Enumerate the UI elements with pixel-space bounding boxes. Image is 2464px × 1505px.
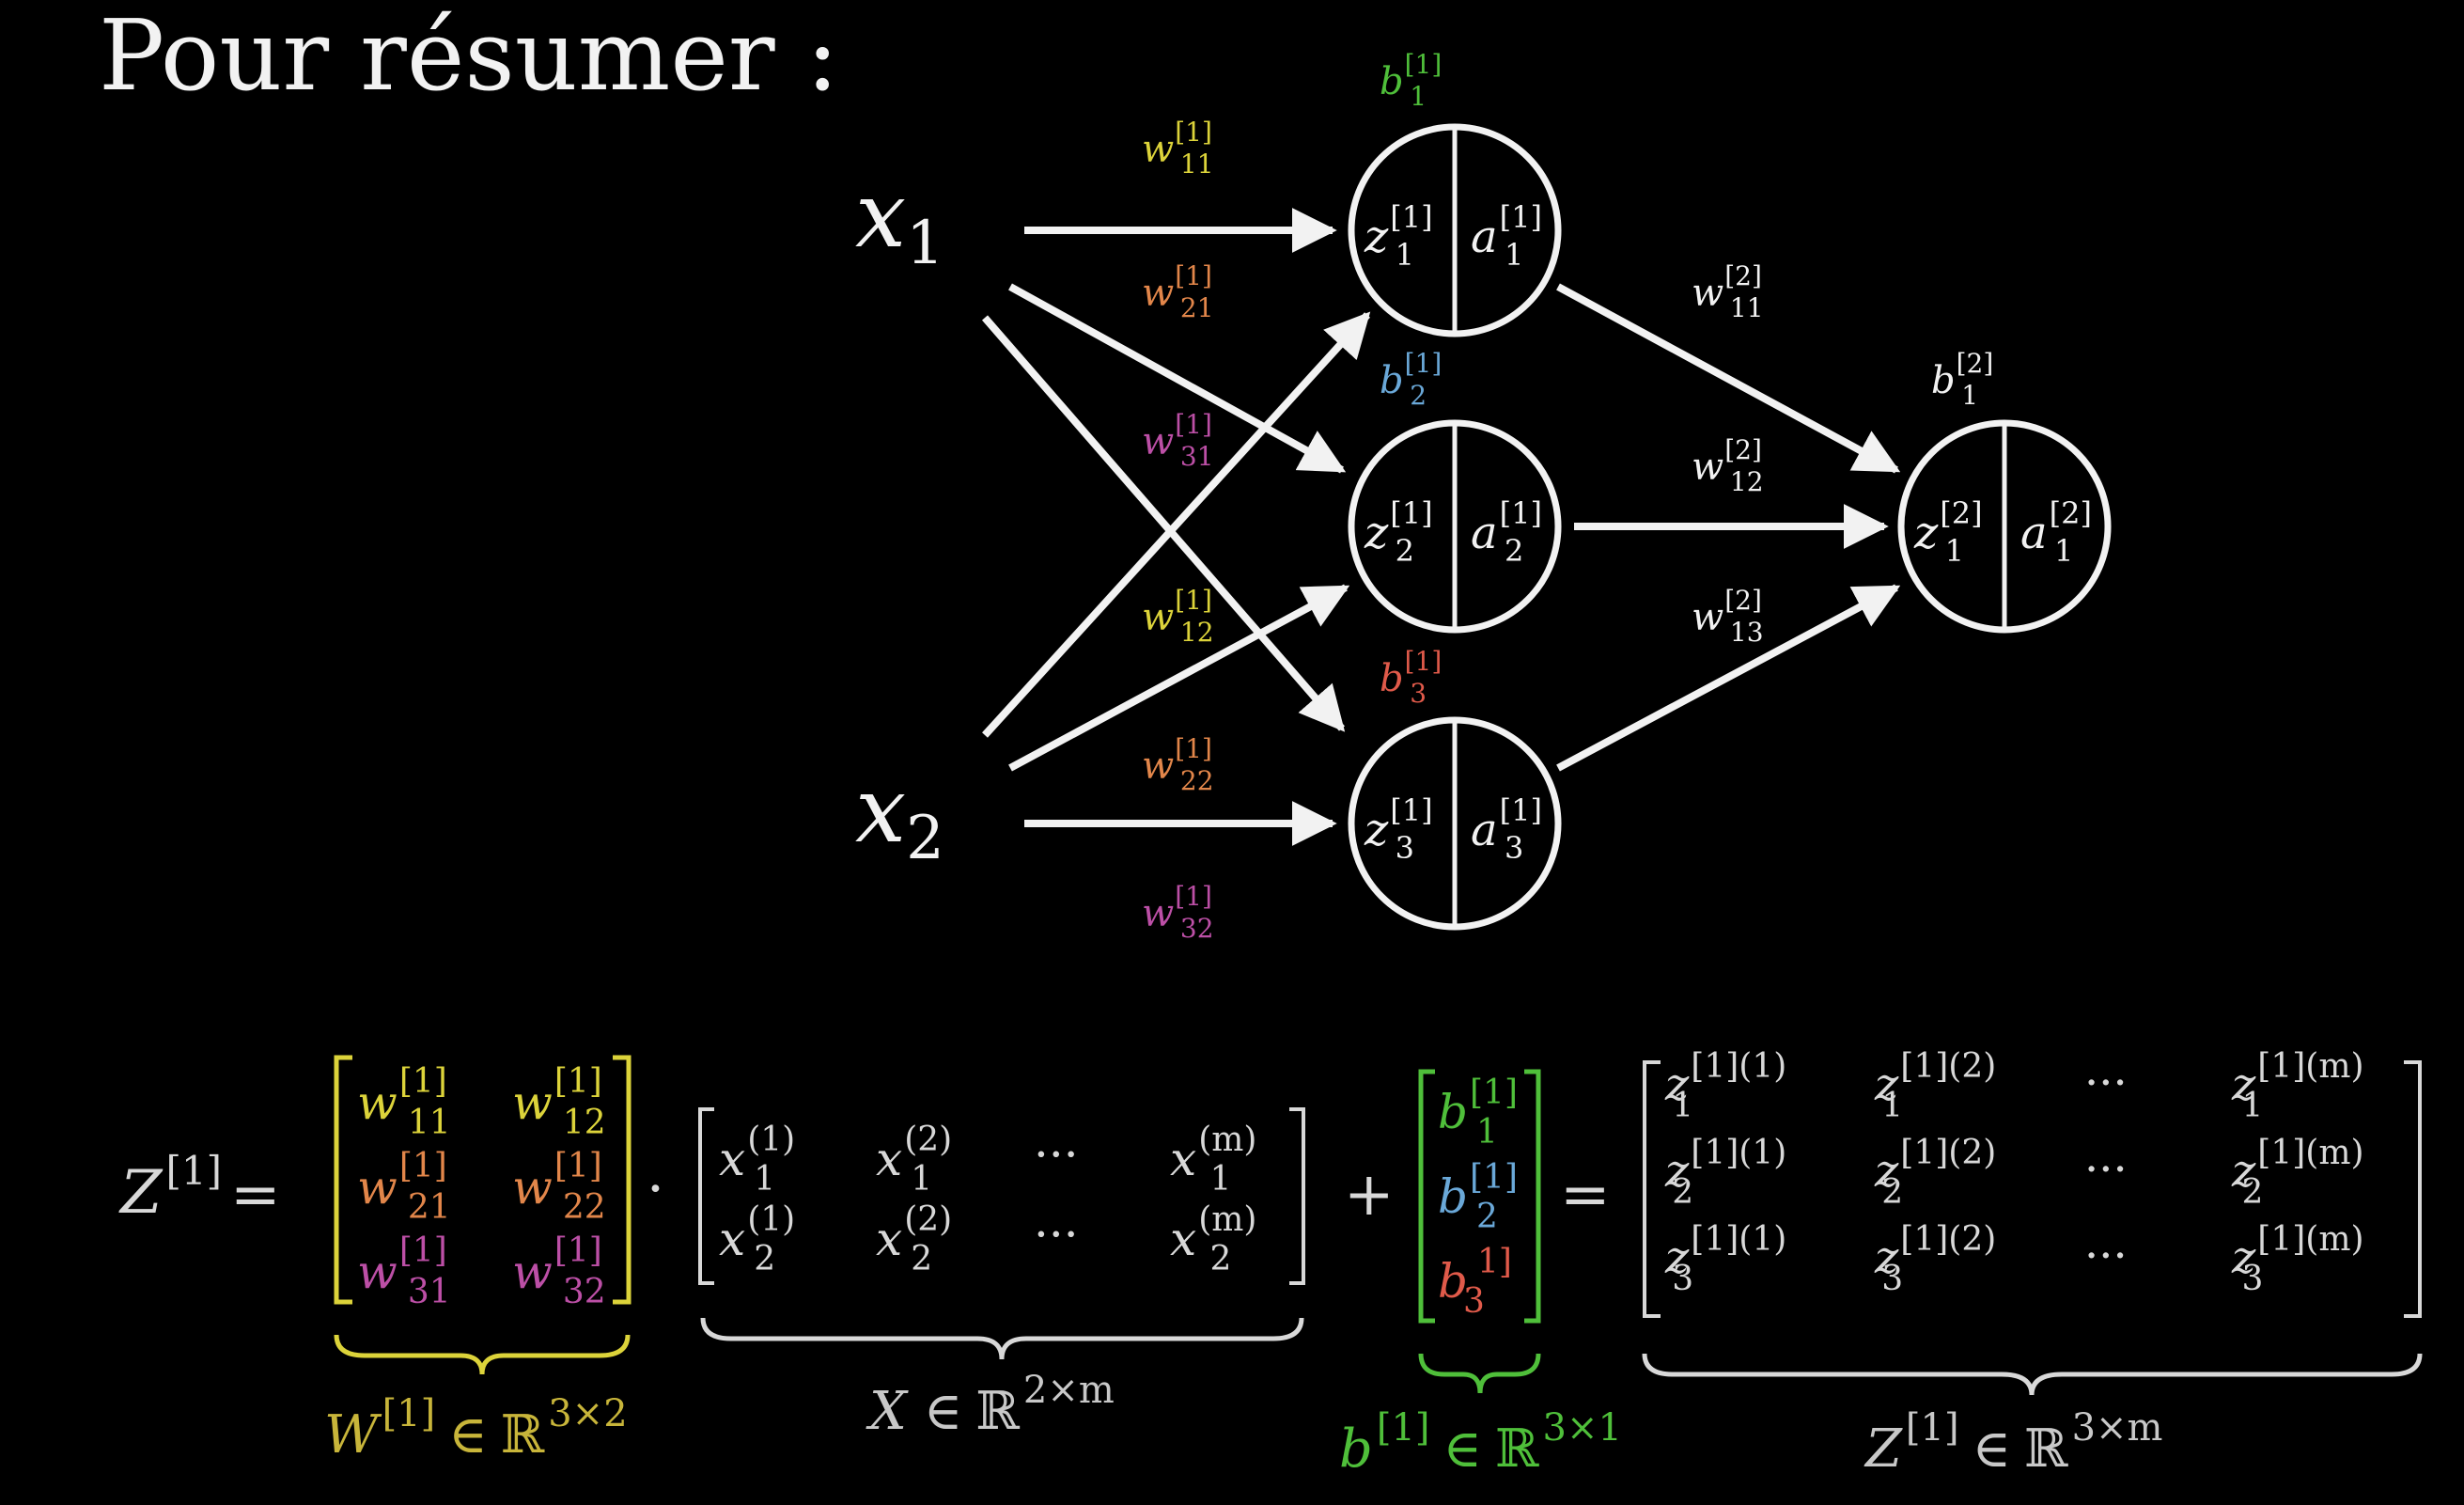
- label-z1-1: z[1]1: [1364, 199, 1433, 273]
- x-entry-2-2: x(2)2: [876, 1200, 952, 1278]
- page-title: Pour résumer :: [99, 0, 839, 113]
- x-underbrace: [700, 1317, 1304, 1360]
- weight-w13-2: w[2]13: [1692, 585, 1764, 648]
- bias-b1-1: b[1]1: [1380, 49, 1442, 112]
- w-entry-12: w[1]12: [512, 1062, 606, 1142]
- neuron-1-2: [1348, 419, 1562, 634]
- label-z1-2: z[2]1: [1913, 495, 1983, 569]
- edge-n1-out: [1556, 283, 1901, 474]
- weight-w22-1: w[1]22: [1142, 733, 1214, 796]
- b-underbrace: [1418, 1353, 1541, 1394]
- x-matrix-bracket-right: [1289, 1107, 1305, 1285]
- x-ellipsis-2: ···: [1034, 1207, 1079, 1262]
- weight-w31-1: w[1]31: [1142, 409, 1214, 472]
- b-vector-bracket-left: [1418, 1069, 1435, 1324]
- x-matrix-bracket-left: [698, 1107, 714, 1285]
- x-entry-1-1: x(1)1: [719, 1121, 795, 1199]
- weight-w12-1: w[1]12: [1142, 585, 1214, 648]
- eq-lhs: Z[1]: [118, 1148, 222, 1228]
- label-a1-2: a[2]1: [2020, 495, 2092, 569]
- b-entry-2: b[1]2: [1438, 1158, 1518, 1236]
- input-x1: x1: [855, 163, 944, 278]
- bias-b1-2: b[2]1: [1931, 348, 1993, 411]
- z-entry-1-1: z[1](1)1: [1664, 1047, 1786, 1125]
- w-matrix-bracket-right: [613, 1055, 632, 1305]
- z-entry-2-2: z[1](2)2: [1874, 1134, 1996, 1212]
- edge-x1-n3: [981, 315, 1346, 732]
- x-entry-1-m: x(m)1: [1170, 1121, 1256, 1199]
- label-z2-1: z[1]2: [1364, 495, 1433, 569]
- z-entry-1-m: z[1](m)1: [2231, 1047, 2364, 1125]
- weight-w11-2: w[2]11: [1692, 260, 1764, 323]
- z-matrix-entries: z[1](1)1 z[1](2)1 ··· z[1](m)1 z[1](1)2 …: [1664, 1047, 2364, 1298]
- edge-x2-n1: [982, 311, 1371, 738]
- neuron-2-1: [1897, 419, 2112, 634]
- eq-dot: ·: [647, 1156, 664, 1222]
- x-entry-2-1: x(1)2: [719, 1200, 795, 1278]
- z-entry-3-1: z[1](1)3: [1664, 1220, 1786, 1298]
- w-entry-11: w[1]11: [357, 1062, 451, 1142]
- neuron-inner-labels: z[1]1 a[1]1 z[1]2 a[1]2 z[1]3 a[1]3 z[2]…: [1364, 199, 2092, 866]
- label-a2-1: a[1]2: [1471, 495, 1542, 569]
- matrix-equation: Z[1] = w[1]11 w[1]12 w[1]21 w[1]22 w[1]3…: [118, 1047, 2423, 1480]
- label-a3-1: a[1]3: [1471, 792, 1542, 866]
- w-matrix-bracket-left: [334, 1055, 352, 1305]
- w-matrix-entries: w[1]11 w[1]12 w[1]21 w[1]22 w[1]31 w[1]3…: [357, 1062, 606, 1311]
- z-ellipsis-3: ···: [2084, 1230, 2128, 1282]
- neuron-1-3: [1348, 716, 1562, 931]
- weight-w11-1: w[1]11: [1142, 117, 1214, 180]
- bias-labels: b[1]1 b[1]2 b[1]3 b[2]1: [1380, 49, 1993, 709]
- neurons: [1348, 123, 2112, 931]
- w-entry-22: w[1]22: [512, 1147, 606, 1227]
- input-labels: x1 x2: [855, 163, 944, 873]
- neuron-1-1: [1348, 123, 1562, 337]
- weight-w21-1: w[1]21: [1142, 260, 1214, 323]
- weight-labels-layer2: w[2]11 w[2]12 w[2]13: [1692, 260, 1764, 648]
- edge-x2-n2: [1008, 584, 1350, 772]
- x-entry-2-m: x(m)2: [1170, 1200, 1256, 1278]
- w-underbrace: [334, 1334, 631, 1375]
- z-matrix-bracket-right: [2404, 1060, 2422, 1318]
- x-ellipsis-1: ···: [1034, 1127, 1079, 1182]
- z-entry-1-2: z[1](2)1: [1874, 1047, 1996, 1125]
- weight-w32-1: w[1]32: [1142, 881, 1214, 944]
- eq-plus: +: [1344, 1160, 1395, 1230]
- weight-labels-layer1: w[1]11 w[1]21 w[1]31 w[1]12 w[1]22 w[1]3…: [1142, 117, 1214, 944]
- edge-x1-n2: [1008, 283, 1347, 474]
- z-entry-3-2: z[1](2)3: [1874, 1220, 1996, 1298]
- z-entry-2-m: z[1](m)2: [2231, 1134, 2364, 1212]
- bias-b2-1: b[1]2: [1380, 348, 1442, 411]
- w-entry-21: w[1]21: [357, 1147, 451, 1227]
- input-x2: x2: [855, 758, 944, 873]
- w-entry-32: w[1]32: [512, 1231, 606, 1311]
- label-z3-1: z[1]3: [1364, 792, 1433, 866]
- x-matrix-entries: x(1)1 x(2)1 ··· x(m)1 x(1)2 x(2)2 ··· x(…: [719, 1121, 1256, 1278]
- label-a1-1: a[1]1: [1471, 199, 1542, 273]
- z-underbrace: [1642, 1353, 2423, 1396]
- weight-w12-2: w[2]12: [1692, 434, 1764, 497]
- bias-b3-1: b[1]3: [1380, 646, 1442, 709]
- eq-equals-1: =: [230, 1160, 281, 1230]
- z-entry-3-m: z[1](m)3: [2231, 1220, 2364, 1298]
- w-entry-31: w[1]31: [357, 1231, 451, 1311]
- b-vector-bracket-right: [1524, 1069, 1541, 1324]
- b-entry-1: b[1]1: [1438, 1074, 1518, 1152]
- z-ellipsis-1: ···: [2084, 1057, 2128, 1109]
- eq-equals-2: =: [1560, 1160, 1611, 1230]
- edge-n3-out: [1556, 584, 1901, 772]
- z-ellipsis-2: ···: [2084, 1143, 2128, 1196]
- x-entry-1-2: x(2)1: [876, 1121, 952, 1199]
- network-edges: [981, 208, 1901, 846]
- z-matrix-bracket-left: [1643, 1060, 1661, 1318]
- z-entry-2-1: z[1](1)2: [1664, 1134, 1786, 1212]
